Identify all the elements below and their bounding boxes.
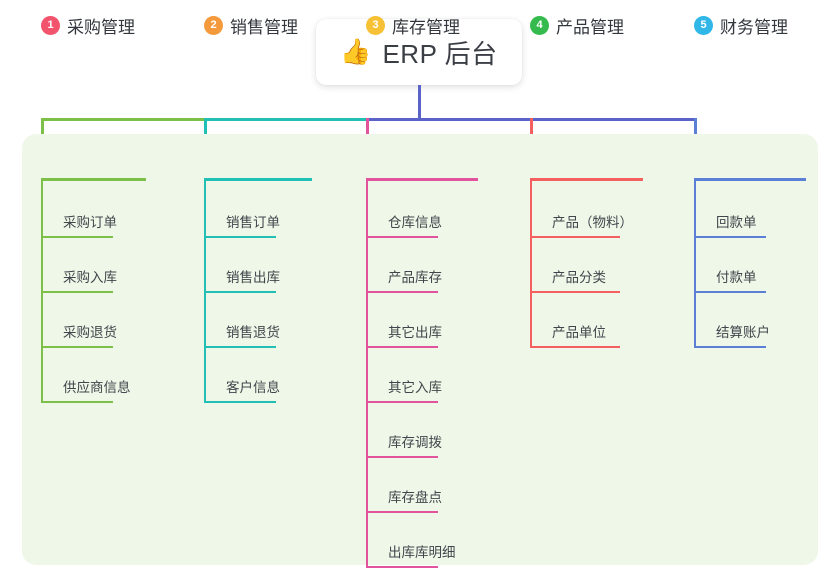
column-header-5[interactable]: 5 财务管理	[694, 13, 788, 38]
leaf-item-label: 库存盘点	[388, 490, 442, 505]
leaf-item[interactable]: 结算账户	[694, 320, 806, 348]
leaf-item-label: 销售订单	[226, 215, 280, 230]
leaf-item-rule	[694, 236, 766, 238]
leaf-item[interactable]: 采购入库	[41, 265, 153, 293]
column-badge-4: 4	[530, 16, 549, 35]
leaf-item-label: 结算账户	[716, 325, 770, 340]
column-title-5: 财务管理	[720, 18, 788, 37]
leaf-item-label: 仓库信息	[388, 215, 442, 230]
leaf-item[interactable]: 客户信息	[204, 375, 316, 403]
leaf-item-label: 客户信息	[226, 380, 280, 395]
leaf-item[interactable]: 产品（物料）	[530, 210, 660, 238]
column-header-3[interactable]: 3 库存管理	[366, 13, 460, 38]
leaf-item[interactable]: 仓库信息	[366, 210, 478, 238]
leaf-item-rule	[41, 401, 113, 403]
leaf-item[interactable]: 回款单	[694, 210, 806, 238]
column-header-1[interactable]: 1 采购管理	[41, 13, 135, 38]
leaf-item-rule	[366, 566, 438, 568]
leaf-item[interactable]: 其它入库	[366, 375, 478, 403]
column-header-rule-2	[204, 178, 312, 181]
connector-bar-segment-4	[530, 118, 697, 121]
leaf-item-label: 回款单	[716, 215, 757, 230]
leaf-item[interactable]: 供应商信息	[41, 375, 153, 403]
leaf-item[interactable]: 产品单位	[530, 320, 660, 348]
column-header-2[interactable]: 2 销售管理	[204, 13, 298, 38]
leaf-item[interactable]: 付款单	[694, 265, 806, 293]
column-header-4[interactable]: 4 产品管理	[530, 13, 624, 38]
leaf-item-rule	[366, 456, 438, 458]
leaf-item-label: 供应商信息	[63, 380, 131, 395]
leaf-item[interactable]: 产品分类	[530, 265, 660, 293]
leaf-item-label: 销售退货	[226, 325, 280, 340]
leaf-item[interactable]: 销售出库	[204, 265, 316, 293]
leaf-item-label: 产品单位	[552, 325, 606, 340]
leaf-item-rule	[366, 401, 438, 403]
leaf-item-label: 其它出库	[388, 325, 442, 340]
leaf-item-rule	[694, 346, 766, 348]
column-badge-5: 5	[694, 16, 713, 35]
leaf-item[interactable]: 库存调拨	[366, 430, 478, 458]
leaf-item-label: 其它入库	[388, 380, 442, 395]
leaf-item-rule	[694, 291, 766, 293]
leaf-item-label: 付款单	[716, 270, 757, 285]
root-title: ERP 后台	[382, 38, 498, 69]
leaf-item-label: 产品分类	[552, 270, 606, 285]
column-spine-4	[530, 181, 532, 348]
leaf-item[interactable]: 产品库存	[366, 265, 478, 293]
leaf-item-rule	[204, 401, 276, 403]
leaf-item-label: 出库库明细	[388, 545, 456, 560]
leaf-item[interactable]: 采购订单	[41, 210, 153, 238]
leaf-item-label: 产品（物料）	[552, 215, 633, 230]
leaf-item-rule	[530, 346, 620, 348]
column-badge-1: 1	[41, 16, 60, 35]
leaf-item-rule	[41, 236, 113, 238]
thumbs-up-icon: 👍	[340, 37, 372, 66]
leaf-item[interactable]: 采购退货	[41, 320, 153, 348]
leaf-item-rule	[530, 236, 620, 238]
column-header-rule-3	[366, 178, 478, 181]
root-trunk-line	[418, 85, 421, 121]
connector-bar-segment-2	[204, 118, 369, 121]
leaf-item-rule	[366, 236, 438, 238]
leaf-item-label: 销售出库	[226, 270, 280, 285]
leaf-item-rule	[41, 346, 113, 348]
leaf-item-rule	[204, 346, 276, 348]
leaf-item[interactable]: 销售退货	[204, 320, 316, 348]
leaf-item-label: 采购订单	[63, 215, 117, 230]
column-header-rule-4	[530, 178, 643, 181]
leaf-item-label: 产品库存	[388, 270, 442, 285]
leaf-item-rule	[204, 236, 276, 238]
leaf-item-label: 库存调拨	[388, 435, 442, 450]
column-title-3: 库存管理	[392, 18, 460, 37]
leaf-item[interactable]: 其它出库	[366, 320, 478, 348]
column-header-rule-1	[41, 178, 146, 181]
leaf-item[interactable]: 出库库明细	[366, 540, 478, 568]
leaf-item[interactable]: 库存盘点	[366, 485, 478, 513]
root-node[interactable]: 👍 ERP 后台	[316, 19, 522, 85]
column-title-1: 采购管理	[67, 18, 135, 37]
connector-bar-segment-1	[41, 118, 207, 121]
leaf-item-rule	[366, 511, 438, 513]
column-badge-3: 3	[366, 16, 385, 35]
leaf-item-rule	[41, 291, 113, 293]
leaf-item-rule	[204, 291, 276, 293]
column-badge-2: 2	[204, 16, 223, 35]
column-header-rule-5	[694, 178, 806, 181]
leaf-item[interactable]: 销售订单	[204, 210, 316, 238]
column-spine-5	[694, 181, 696, 348]
leaf-item-label: 采购入库	[63, 270, 117, 285]
column-spine-3	[366, 181, 368, 568]
leaf-item-rule	[366, 291, 438, 293]
leaf-item-rule	[366, 346, 438, 348]
leaf-item-label: 采购退货	[63, 325, 117, 340]
content-panel	[22, 134, 818, 565]
column-title-4: 产品管理	[556, 18, 624, 37]
column-title-2: 销售管理	[230, 18, 298, 37]
connector-bar-segment-3	[366, 118, 533, 121]
leaf-item-rule	[530, 291, 620, 293]
